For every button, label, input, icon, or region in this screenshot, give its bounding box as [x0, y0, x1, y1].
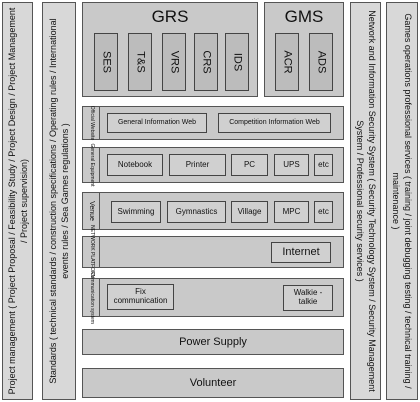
network-security-text: Network and Information Security System … — [354, 10, 377, 392]
grs-item-crs: CRS — [194, 33, 218, 91]
row-network-platform: NETWORK PLATFORM Internet — [82, 225, 344, 279]
power-supply: Power Supply — [82, 329, 344, 355]
grs-item-ts-label: T&S — [134, 51, 147, 73]
venue-etc: etc — [314, 201, 333, 223]
fix-communication: Fix communication — [107, 284, 174, 310]
row-venue: Venue Swimming Gymnastics Village MPC et… — [82, 192, 344, 230]
standards-panel: Standards ( technical standards / constr… — [42, 2, 76, 400]
row-communication-system-label: Communication system — [88, 271, 95, 324]
standards-text: Standards ( technical standards / constr… — [47, 18, 70, 384]
venue-gymnastics: Gymnastics — [167, 201, 226, 223]
grs-block: GRS SES T&S VRS CRS IDS — [82, 2, 258, 97]
venue-mpc: MPC — [274, 201, 309, 223]
games-operations-text: Games operations professional services (… — [391, 13, 414, 389]
project-management-panel: Project management ( Project Proposal / … — [2, 2, 33, 400]
venue-swimming: Swimming — [111, 201, 161, 223]
power-supply-label: Power Supply — [179, 336, 247, 348]
venue-village: Village — [231, 201, 268, 223]
gms-item-acr-label: ACR — [281, 50, 294, 74]
grs-item-vrs-label: VRS — [168, 50, 181, 74]
row-general-equipment: General Equipment Notebook Printer PC UP… — [82, 143, 344, 187]
equipment-pc: PC — [231, 154, 268, 176]
equipment-notebook: Notebook — [107, 154, 163, 176]
general-information-web: General Information Web — [107, 113, 207, 133]
gms-title: GMS — [284, 7, 324, 26]
grs-item-ses: SES — [94, 33, 118, 91]
row-general-equipment-label: General Equipment — [88, 143, 95, 187]
gms-item-ads-label: ADS — [315, 50, 328, 74]
gms-item-acr: ACR — [275, 33, 299, 91]
grs-title: GRS — [151, 7, 189, 26]
grs-item-ses-label: SES — [100, 50, 113, 74]
network-internet: Internet — [271, 242, 331, 263]
grs-item-ids-label: IDS — [231, 52, 244, 72]
network-security-panel: Network and Information Security System … — [350, 2, 381, 400]
grs-item-vrs: VRS — [162, 33, 186, 91]
grs-item-ids: IDS — [225, 33, 249, 91]
games-operations-panel: Games operations professional services (… — [386, 2, 418, 400]
row-official-website-label: Official Website — [88, 105, 95, 141]
gms-block: GMS ACR ADS — [264, 2, 344, 97]
project-management-text: Project management ( Project Proposal / … — [6, 7, 29, 395]
equipment-printer: Printer — [169, 154, 226, 176]
grs-item-crs-label: CRS — [200, 50, 213, 74]
row-network-platform-label: NETWORK PLATFORM — [88, 225, 95, 279]
row-communication-system: Communication system Fix communication W… — [82, 272, 344, 323]
walkie-talkie: Walkie - talkie — [283, 285, 333, 311]
gms-item-ads: ADS — [309, 33, 333, 91]
equipment-etc: etc — [314, 154, 333, 176]
volunteer-label: Volunteer — [189, 377, 237, 389]
row-venue-label: Venue — [87, 201, 95, 221]
competition-information-web: Competition Information Web — [218, 113, 331, 133]
row-official-website: Official Website General Information Web… — [82, 106, 344, 140]
volunteer: Volunteer — [82, 368, 344, 398]
equipment-ups: UPS — [274, 154, 309, 176]
grs-item-ts: T&S — [128, 33, 152, 91]
